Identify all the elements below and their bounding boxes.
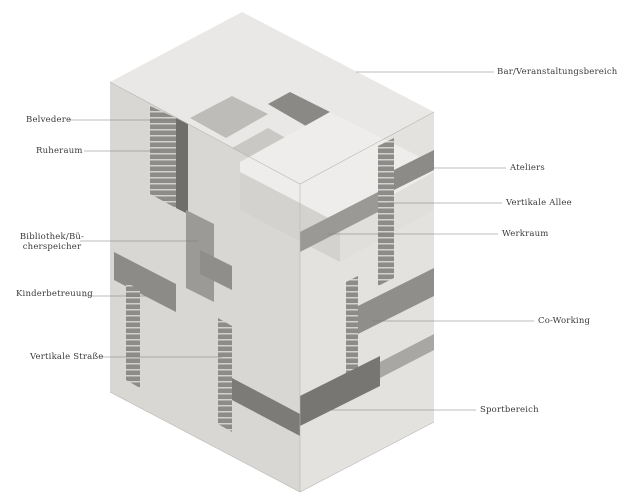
label-vertikale-strasse: Vertikale Straße (30, 352, 104, 362)
label-vertikale-allee: Vertikale Allee (506, 198, 572, 208)
roof-light-well (268, 92, 330, 126)
label-sportbereich: Sportbereich (480, 405, 539, 415)
belvedere-void (150, 106, 176, 208)
label-belvedere: Belvedere (26, 115, 72, 125)
vertical-street-shaft (126, 282, 140, 388)
label-ruheraum: Ruheraum (36, 146, 83, 156)
co-working-void (358, 268, 434, 334)
sport-void-right (300, 356, 380, 426)
shaft-lower (346, 276, 358, 394)
right-cutouts (300, 138, 434, 426)
label-co-working: Co-Working (538, 316, 591, 326)
edge-lines (109, 81, 435, 493)
label-werkraum: Werkraum (502, 229, 549, 239)
lower-terrace (380, 334, 434, 378)
leader-lines (68, 71, 534, 411)
left-cutouts (114, 106, 300, 436)
vertical-street-shaft (218, 318, 232, 432)
kinder-void (114, 252, 176, 312)
label-kinderbetreuung: Kinderbetreuung (16, 289, 93, 299)
werkraum-slot (300, 192, 378, 252)
label-bibliothek: Bibliothek/Bü-cherspeicher (19, 232, 85, 252)
sport-hall-void (232, 378, 300, 436)
vertikale-allee-shaft (378, 138, 394, 286)
roof-opening (190, 96, 268, 138)
label-bar: Bar/Veranstaltungsbereich (497, 67, 618, 77)
stair-void-upper (176, 118, 188, 214)
label-ateliers: Ateliers (510, 163, 545, 173)
atelier-slot (394, 150, 434, 190)
middle-room-void (200, 250, 232, 290)
